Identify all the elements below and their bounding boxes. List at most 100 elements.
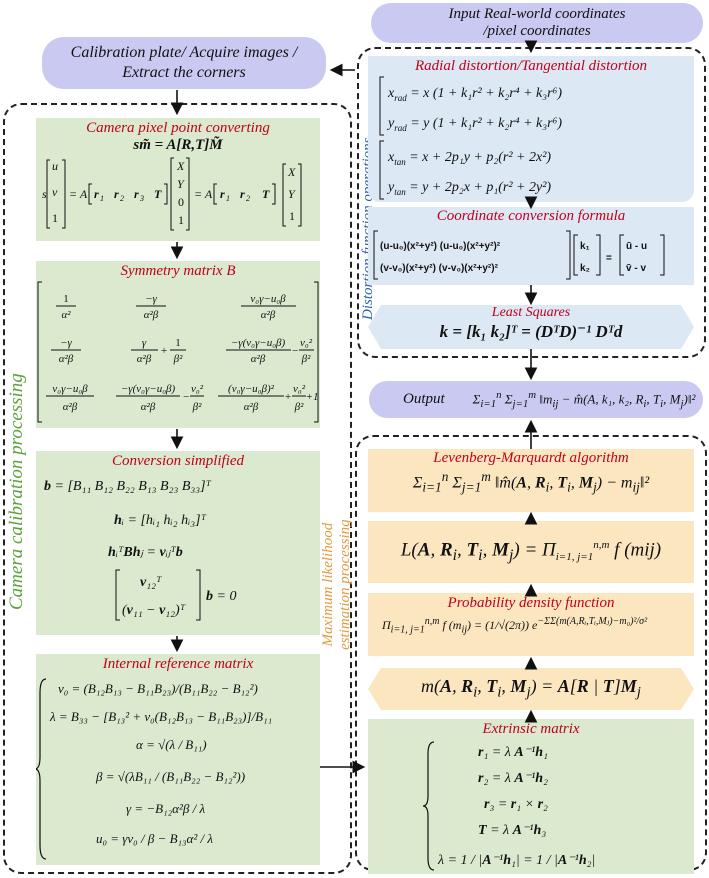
svg-text:r₃ = r₁ × r₂: r₃ = r₁ × r₂ <box>484 797 548 812</box>
svg-text:λ = 1 / |A⁻¹h₁| = 1 / |A⁻¹h₂|: λ = 1 / |A⁻¹h₁| = 1 / |A⁻¹h₂| <box>437 853 595 868</box>
likelihood-equation: L(A, Ri, Ti, Mj) = Πi=1, j=1n,m f (mij) <box>400 538 662 565</box>
svg-text:2: 2 <box>120 194 124 203</box>
svg-text:yrad = y (1 + k₁r² + k₂r⁴ + k₃: yrad = y (1 + k₁r² + k₂r⁴ + k₃r⁶) <box>386 116 562 133</box>
svg-text:(v-v₀)(x²+y²) (v-v₀)(x²+y²)²: (v-v₀)(x²+y²) (v-v₀)(x²+y²)² <box>380 263 499 274</box>
least-squares-title: Least Squares <box>491 305 571 320</box>
svg-text:T: T <box>154 187 162 201</box>
probability-density-box: Probability density function Πi=1, j=1n,… <box>368 593 694 656</box>
extrinsic-equations: r₁ = λ A⁻¹h₁ r₂ = λ A⁻¹h₂ r₃ = r₁ × r₂ T… <box>422 741 595 871</box>
svg-text:v₀γ−u₀β: v₀γ−u₀β <box>250 293 286 305</box>
svg-text:1: 1 <box>175 337 181 349</box>
svg-text:α²β: α²β <box>141 401 156 413</box>
internal-title: Internal reference matrix <box>102 656 254 672</box>
svg-text:v₀ = (B₁₂B₁₃ − B₁₁B₂₃)/(B₁₁B₂₂: v₀ = (B₁₂B₁₃ − B₁₁B₂₃)/(B₁₁B₂₂ − B₁₂²) <box>58 681 258 696</box>
output-label: Output <box>403 391 445 407</box>
output-node: Output Σi=1n Σj=1m ‖mij − m̂(A, k₁, k₂, … <box>369 381 703 418</box>
svg-text:−: − <box>291 345 298 357</box>
svg-text:α²β: α²β <box>137 353 152 365</box>
svg-text:Y: Y <box>177 177 185 191</box>
svg-text:b = 0: b = 0 <box>206 589 236 604</box>
conversion-title: Conversion simplified <box>111 453 245 469</box>
input-line1: Input Real-world coordinates <box>448 6 626 22</box>
svg-text:1: 1 <box>52 211 58 225</box>
svg-text:=: = <box>606 253 612 264</box>
svg-text:1: 1 <box>289 209 295 223</box>
lm-title: Levenberg-Marquardt algorithm <box>433 450 629 466</box>
svg-text:1: 1 <box>226 194 230 203</box>
svg-text:α²β: α²β <box>59 353 74 365</box>
svg-text:= A: = A <box>194 187 213 201</box>
svg-text:β = √(λB₁₁ / (B₁₁B₂₂ − B₁₂²)): β = √(λB₁₁ / (B₁₁B₂₂ − B₁₂²)) <box>95 769 245 784</box>
svg-text:xrad = x (1 + k₁r² + k₂r⁴ + k₃: xrad = x (1 + k₁r² + k₂r⁴ + k₃r⁶) <box>387 86 562 103</box>
svg-text:v̄ - v: v̄ - v <box>626 263 646 274</box>
svg-text:ytan = y + 2p₂x + p₁(r² + 2y²): ytan = y + 2p₂x + p₁(r² + 2y²) <box>386 180 551 197</box>
svg-text:−: − <box>182 391 189 403</box>
radial-title: Radial distortion/Tangential distortion <box>415 58 647 74</box>
pdf-title: Probability density function <box>447 595 615 611</box>
svg-text:T: T <box>262 187 270 201</box>
svg-text:−γ: −γ <box>145 293 157 305</box>
coordinate-conversion-box: Coordinate conversion formula (u-u₀)(x²+… <box>368 207 694 285</box>
svg-text:α²β: α²β <box>244 401 259 413</box>
coord-conv-equation: (u-u₀)(x²+y²) (u-u₀)(x²+y²)² (v-v₀)(x²+y… <box>373 230 665 280</box>
internal-reference-box: Internal reference matrix v₀ = (B₁₂B₁₃ −… <box>36 654 320 865</box>
svg-text:X: X <box>287 165 296 179</box>
radial-equations: xrad = x (1 + k₁r² + k₂r⁴ + k₃r⁶) yrad =… <box>379 76 562 200</box>
conversion-simplified-box: Conversion simplified b = [B₁₁ B₁₂ B₂₂ B… <box>36 451 320 635</box>
svg-text:β²: β² <box>294 401 304 413</box>
svg-text:γ = −B₁₂α²β / λ: γ = −B₁₂α²β / λ <box>126 801 205 816</box>
camera-pixel-equation: sm̃ = A[R,T]M̃ <box>133 137 223 153</box>
svg-text:(u-u₀)(x²+y²) (u-u₀)(x²+y²)²: (u-u₀)(x²+y²) (u-u₀)(x²+y²)² <box>380 241 501 252</box>
mle-label: Maximum likelihood estimation processing <box>320 519 354 650</box>
svg-text:v₀²: v₀² <box>293 383 306 395</box>
svg-text:r₂ = λ A⁻¹h₂: r₂ = λ A⁻¹h₂ <box>478 771 548 786</box>
svg-text:X: X <box>176 159 185 173</box>
coord-conv-title: Coordinate conversion formula <box>436 208 626 224</box>
svg-text:(v₀γ−u₀β)²: (v₀γ−u₀β)² <box>228 383 275 395</box>
symmetry-title: Symmetry matrix B <box>120 263 236 279</box>
mle-label-line1: Maximum likelihood <box>320 522 336 647</box>
svg-text:0: 0 <box>178 195 184 209</box>
svg-text:β²: β² <box>173 353 183 365</box>
svg-text:v₁₂ᵀ: v₁₂ᵀ <box>140 575 162 590</box>
svg-text:α = √(λ / B₁₁): α = √(λ / B₁₁) <box>136 737 207 752</box>
conversion-equations: b = [B₁₁ B₁₂ B₂₂ B₁₃ B₂₃ B₃₃]ᵀ hᵢ = [hᵢ₁… <box>44 479 236 621</box>
extrinsic-matrix-box: Extrinsic matrix r₁ = λ A⁻¹h₁ r₂ = λ A⁻¹… <box>368 719 694 874</box>
svg-text:v₀²: v₀² <box>191 383 204 395</box>
svg-text:−γ: −γ <box>60 337 72 349</box>
svg-text:k₂: k₂ <box>580 263 590 274</box>
svg-text:hᵢ = [hᵢ₁ hᵢ₂ hᵢ₃]ᵀ: hᵢ = [hᵢ₁ hᵢ₂ hᵢ₃]ᵀ <box>114 513 207 528</box>
svg-text:(v₁₁ − v₁₂)ᵀ: (v₁₁ − v₁₂)ᵀ <box>122 603 186 618</box>
model-equation: m(A, Ri, Ti, Mj) = A[R | T]Mj <box>421 676 641 701</box>
svg-text:ū - u: ū - u <box>626 241 647 252</box>
calibration-plate-node: Calibration plate/ Acquire images / Extr… <box>42 37 326 89</box>
internal-equations: v₀ = (B₁₂B₁₃ − B₁₁B₂₃)/(B₁₁B₂₂ − B₁₂²) λ… <box>36 678 272 860</box>
pdf-equation: Πi=1, j=1n,m f (mij) = (1/√(2π)) e−ΣΣ(m(… <box>382 616 648 636</box>
svg-text:α²β: α²β <box>261 309 276 321</box>
svg-text:v₀²: v₀² <box>300 337 313 349</box>
model-equation-box: m(A, Ri, Ti, Mj) = A[R | T]Mj <box>368 668 694 710</box>
svg-text:β²: β² <box>192 401 202 413</box>
likelihood-box: L(A, Ri, Ti, Mj) = Πi=1, j=1n,m f (mij) <box>368 521 694 583</box>
svg-text:= A: = A <box>69 187 88 201</box>
svg-text:λ = B₃₃ − [B₁₃² + v₀(B₁₂B₁₃ −: λ = B₃₃ − [B₁₃² + v₀(B₁₂B₁₃ − B₁₁B₂₃)]/B… <box>49 709 272 724</box>
svg-text:1: 1 <box>100 194 104 203</box>
svg-text:α²β: α²β <box>251 353 266 365</box>
svg-text:r: r <box>220 187 225 201</box>
svg-text:1: 1 <box>178 213 184 227</box>
svg-text:α²β: α²β <box>63 401 78 413</box>
svg-text:Y: Y <box>288 187 296 201</box>
levenberg-marquardt-box: Levenberg-Marquardt algorithm Σi=1n Σj=1… <box>368 449 694 512</box>
radial-distortion-box: Radial distortion/Tangential distortion … <box>368 56 694 202</box>
svg-text:r: r <box>134 187 139 201</box>
svg-text:v₀γ−u₀β: v₀γ−u₀β <box>52 383 88 395</box>
output-equation: Σi=1n Σj=1m ‖mij − m̂(A, k₁, k₂, Ri, Ti,… <box>472 389 696 410</box>
svg-text:−γ(v₀γ−u₀β): −γ(v₀γ−u₀β) <box>231 337 286 349</box>
input-line2: /pixel coordinates <box>483 23 591 39</box>
svg-text:r: r <box>114 187 119 201</box>
svg-text:+1: +1 <box>306 391 319 403</box>
svg-text:β²: β² <box>301 353 311 365</box>
camera-calibration-label: Camera calibration processing <box>6 373 27 610</box>
